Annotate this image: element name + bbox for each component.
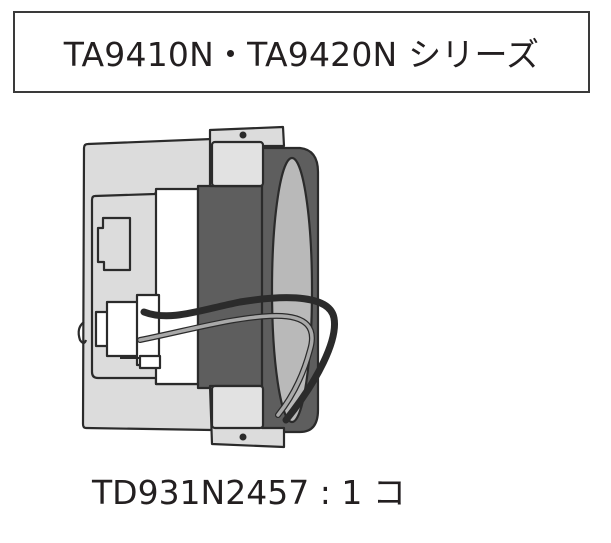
white-strip — [154, 187, 200, 386]
connector-latch — [138, 354, 162, 370]
bottom-screw — [239, 433, 247, 441]
top-bracket-block — [210, 140, 265, 188]
wire-dark — [140, 294, 338, 424]
series-title-box: TA9410N・TA9420N シリーズ — [13, 11, 590, 93]
part-caption: TD931N2457 : 1 コ — [92, 473, 406, 512]
series-title: TA9410N・TA9420N シリーズ — [63, 35, 540, 74]
connector-front — [135, 293, 161, 367]
modular-port — [96, 216, 132, 272]
dark-body — [196, 184, 266, 390]
top-screw — [239, 131, 247, 139]
bottom-bracket-block — [210, 384, 265, 430]
connector-mid — [105, 300, 143, 358]
ring-opening — [270, 156, 314, 424]
side-clip — [77, 321, 88, 345]
